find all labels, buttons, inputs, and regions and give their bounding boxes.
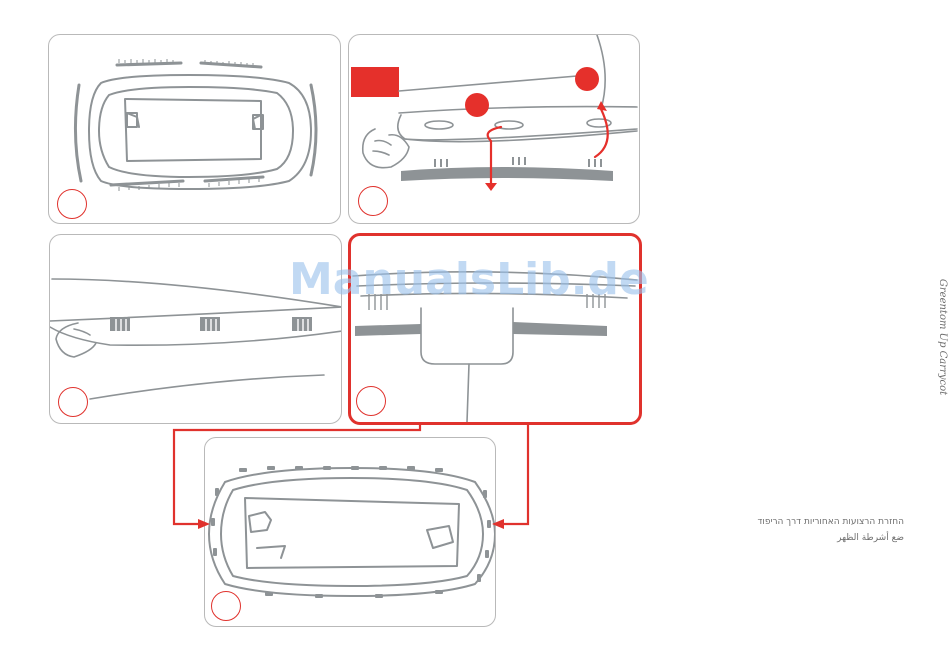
watermark-text: ManualsLib.de: [289, 254, 649, 305]
caption-arabic: ضع أشرطة الظهر: [837, 533, 904, 543]
caption-hebrew: החזרת הרצועות האחוריות דרך הריפוד: [757, 517, 904, 527]
left-connector-arrowhead: [198, 519, 210, 529]
right-connector-arrowhead: [492, 519, 504, 529]
vertical-product-title: Greentom Up Carrycot: [934, 252, 948, 422]
